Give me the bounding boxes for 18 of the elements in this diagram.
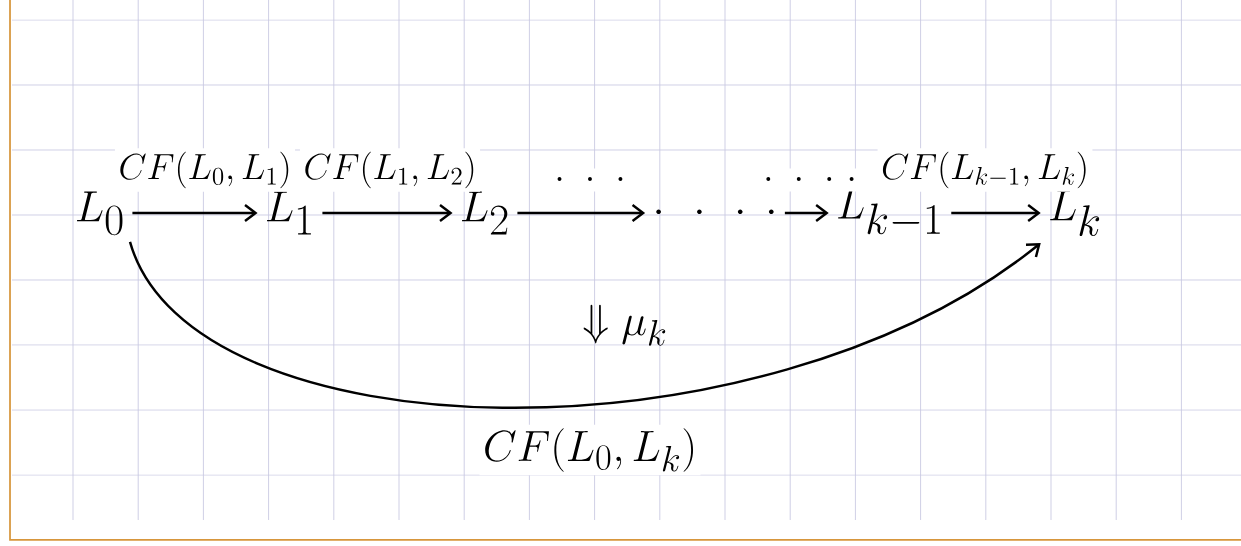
math-object: $L_k$: [1050, 190, 1100, 236]
math-object: $\cdot\ \cdot\ \cdot\ \cdot$: [656, 209, 774, 215]
edge-label: $\cdot\ \cdot\ \cdot$: [550, 168, 630, 192]
math-label: $\Downarrow \mu_k$: [583, 304, 666, 346]
arrow: [951, 204, 1041, 222]
arrow: [322, 204, 453, 222]
math-object: $L_0$: [77, 191, 123, 236]
edge-label: $CF(L_0,L_1)$: [114, 148, 296, 192]
edge-label: $CF(L_0,L_k)$: [479, 424, 701, 476]
curved-arrow: [128, 241, 1041, 409]
arrow: [132, 204, 258, 222]
math-object: $L_1$: [267, 191, 311, 235]
arrow: [517, 204, 646, 222]
edge-label: $CF(L_1,L_2)$: [299, 148, 481, 192]
edge-label: $\cdot\ \cdot\ \cdot\ \cdot$: [759, 168, 861, 192]
edge-label: $CF(L_{k-1},L_k)$: [877, 148, 1093, 192]
arrow: [784, 204, 829, 222]
math-object: $L_2$: [462, 191, 508, 235]
